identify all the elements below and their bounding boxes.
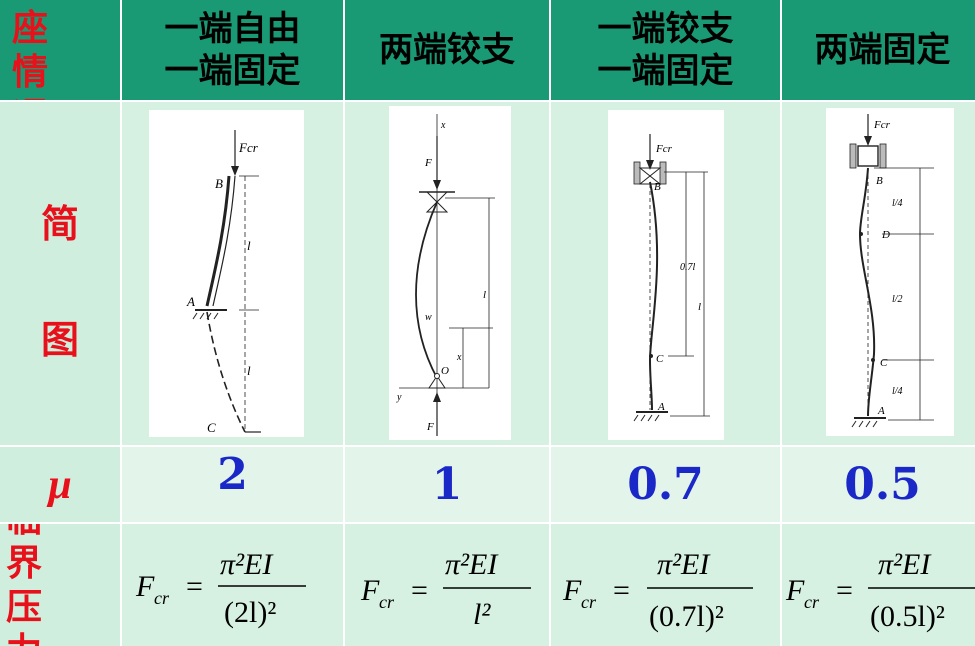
diagram-cell-fixed-fixed: Fcr B D C A l/4 l/2 [782,102,975,445]
column-header-line1: 两端固定 [814,30,951,70]
formula-free-fixed: F cr = π²EI (2l)² [135,548,306,629]
diagram-pinned-pinned: x F O y F l x [396,114,495,436]
formula-pinned-fixed: F cr = π²EI (0.7l)² [562,548,753,633]
mu-value: 2 [217,449,248,500]
formula-sub: cr [379,592,395,612]
column-header-line1: 两端铰支 [379,30,515,70]
formula-denominator: (0.7l)² [649,600,724,633]
diagram-card: x F O y F l x [389,106,511,440]
column-header-line1: 一端铰支 [597,9,734,49]
column-header-line1: 一端自由 [164,9,301,49]
point-label-lower-inflection: C [880,357,888,369]
diagram-card: Fcr B A C l l [149,110,304,437]
formula-cell-pinned-fixed: F cr = π²EI (0.7l)² [551,524,780,646]
diagram-fixed-fixed: Fcr B D C A l/4 l/2 [849,114,934,428]
force-label-bottom: F [426,421,434,433]
formula-cell-fixed-fixed: F cr = π²EI (0.5l)² [782,524,975,646]
deflection-label: w [425,312,432,323]
point-label-bottom: C [207,420,216,435]
formula-denominator: (0.5l)² [870,600,945,633]
point-label-top: B [215,176,223,191]
formula-numerator: π²EI [878,548,932,581]
diagram-cell-free-fixed: Fcr B A C l l [122,102,343,445]
formula-lhs: F [135,570,155,603]
diagram-pinned-fixed: Fcr B C A 0.7l l [633,134,710,422]
force-label: Fcr [238,140,259,155]
position-label: x [456,352,462,363]
mu-value: 0.7 [627,459,704,510]
formula-lhs: F [562,574,582,607]
formula-denominator: (2l)² [224,596,276,629]
column-header-line2: 一端固定 [597,51,734,91]
force-label-top: F [424,157,432,169]
point-label-bottom: A [657,401,665,413]
formula-numerator: π²EI [445,548,499,581]
axis-label-bottom: y [396,392,402,403]
mu-symbol: μ [48,461,72,508]
diagram-cell-pinned-fixed: Fcr B C A 0.7l l [551,102,780,445]
mu-cell-pinned-pinned: 1 [345,447,549,522]
point-label-mid: A [186,294,195,309]
diagram-cell-pinned-pinned: x F O y F l x [345,102,549,445]
corner-header: 支 座 情 况 [0,0,120,100]
column-header-line2: 一端固定 [164,51,301,91]
column-header-pinned-fixed: 一端铰支 一端固定 [551,0,780,100]
point-label-bottom: A [877,405,885,417]
row-label-diagram-bottom: 图 [40,317,79,363]
formula-sub: cr [804,592,820,612]
corner-line1: 支 座 [12,0,63,49]
critical-line2: 压 力 [6,586,57,646]
length-label-total: l [698,301,701,313]
formula-cell-free-fixed: F cr = π²EI (2l)² [122,524,343,646]
svg-text:=: = [836,574,853,607]
formula-denominator: l² [473,598,491,631]
row-label-critical-force: 临 界 压 力 [0,524,120,646]
diagram-card: Fcr B C A 0.7l l [608,110,724,440]
column-header-fixed-fixed: 两端固定 [782,0,975,100]
mu-cell-pinned-fixed: 0.7 [551,447,780,522]
segment-label-bottom: l/4 [892,386,903,397]
formula-pinned-pinned: F cr = π²EI l² [360,548,531,631]
origin-label: O [441,365,449,377]
segment-label-middle: l/2 [892,294,903,305]
formula-fixed-fixed: F cr = π²EI (0.5l)² [785,548,975,633]
point-label-top: B [654,181,661,193]
axis-label-top: x [440,120,446,131]
critical-line1: 临 界 [6,524,57,584]
force-label: Fcr [655,143,673,155]
svg-text:=: = [411,574,428,607]
formula-numerator: π²EI [220,548,274,581]
formula-sub: cr [581,592,597,612]
svg-text:=: = [613,574,630,607]
force-label: Fcr [873,119,891,131]
length-label-lower: l [247,363,251,378]
corner-line2: 情 况 [12,51,63,100]
point-label-mid: C [656,353,664,365]
row-label-mu: μ [0,447,120,522]
formula-sub: cr [154,588,170,608]
mu-value: 1 [431,459,463,510]
column-header-pinned-pinned: 两端铰支 [345,0,549,100]
length-label-upper: l [247,238,251,253]
formula-cell-pinned-pinned: F cr = π²EI l² [345,524,549,646]
segment-label-top: l/4 [892,198,903,209]
length-label: l [483,289,486,301]
diagram-free-fixed: Fcr B A C l l [186,130,261,435]
point-label-upper-inflection: D [881,229,890,241]
mu-cell-free-fixed: 2 [122,447,343,522]
column-header-free-fixed: 一端自由 一端固定 [122,0,343,100]
row-label-diagram-top: 简 [40,200,79,246]
row-label-diagram: 简 图 [0,102,120,445]
mu-cell-fixed-fixed: 0.5 [782,447,975,522]
formula-lhs: F [785,574,805,607]
svg-text:=: = [186,570,203,603]
point-label-top: B [876,175,883,187]
mu-value: 0.5 [844,459,921,510]
diagram-card: Fcr B D C A l/4 l/2 [826,108,954,436]
formula-lhs: F [360,574,380,607]
formula-numerator: π²EI [657,548,711,581]
length-label-effective: 0.7l [680,262,696,273]
